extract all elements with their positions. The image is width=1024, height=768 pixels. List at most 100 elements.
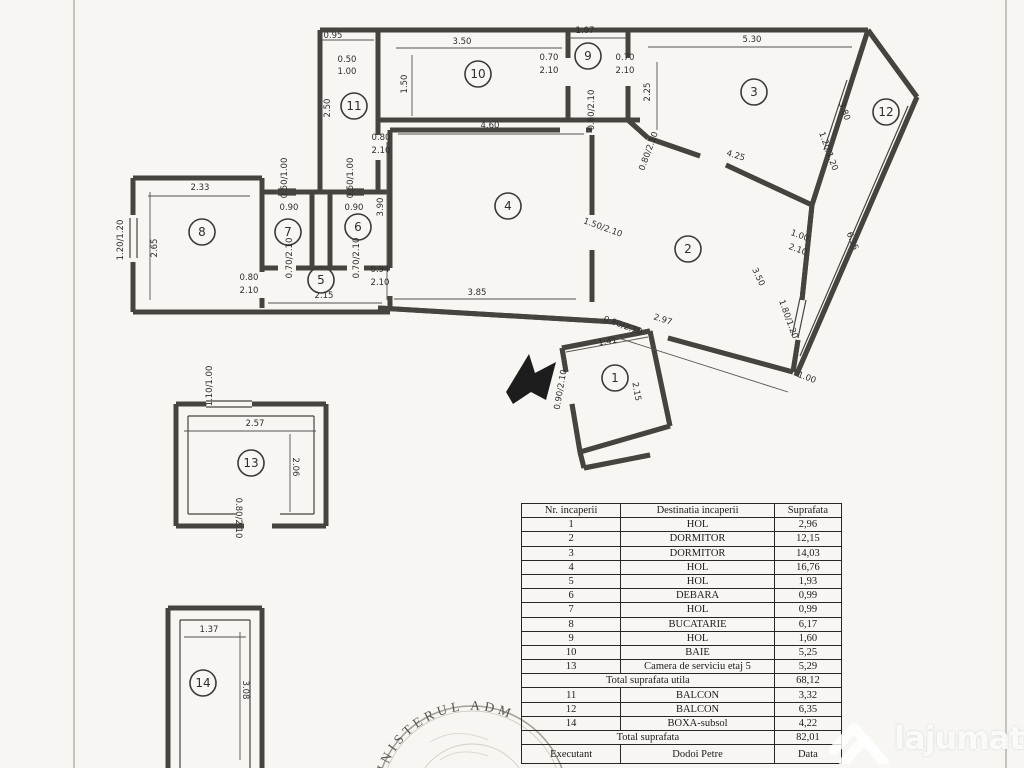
dimension-label: 2.10: [240, 286, 259, 296]
dimension-label: 0.80/2.10: [587, 90, 597, 131]
lajumate-logo-icon: [829, 723, 889, 764]
room-area-cell: 0,99: [773, 602, 843, 618]
dimension-label: 0.70/2.10: [285, 238, 295, 279]
room-dest-cell: BAIE: [620, 644, 775, 661]
room-dest-cell: BUCATARIE: [620, 616, 775, 632]
dimension-label: 4.25: [725, 149, 746, 164]
room-number-2: 2: [684, 242, 692, 256]
room-nr-cell: 9: [520, 630, 622, 646]
dimension-label: 1.20/1.20: [116, 220, 126, 261]
dimension-label: 2.10: [787, 242, 808, 258]
dimension-label: 0.50: [338, 55, 357, 65]
plan-walls: [130, 27, 917, 768]
room-nr-cell: 4: [520, 559, 622, 575]
areas-table: Nr. incaperii Destinatia incaperii Supra…: [520, 502, 843, 765]
room-circle-9: [574, 42, 602, 70]
dimension-label: 0.80: [240, 273, 259, 283]
total-value: 68,12: [773, 673, 843, 689]
dimension-label: 2.10: [372, 146, 391, 156]
dimension-label: 0.70/2.10: [352, 238, 362, 279]
room-number-7: 7: [284, 225, 292, 239]
room-dest-cell: DORMITOR: [620, 531, 775, 547]
room-nr-cell: 1: [520, 517, 622, 533]
room-area-cell: 1,60: [773, 630, 843, 646]
dimension-label: 1.00: [338, 67, 357, 77]
room-dest-cell: HOL: [620, 602, 775, 618]
room-circle-10: [464, 60, 492, 88]
room-number-1: 1: [611, 371, 619, 385]
room-area-cell: 14,03: [773, 545, 843, 561]
total-label: Total suprafata: [521, 729, 775, 746]
room-area-cell: 6,17: [773, 616, 843, 632]
room-number-14: 14: [195, 676, 210, 690]
room-circle-4: [494, 192, 522, 220]
room-number-3: 3: [750, 85, 758, 99]
total-label: Total suprafata utila: [521, 673, 775, 689]
room-nr-cell: 10: [520, 644, 622, 661]
room-area-cell: 12,15: [773, 531, 843, 547]
dimension-label: 2.15: [629, 381, 642, 401]
room-circle-12: [872, 98, 900, 126]
room-number-8: 8: [198, 225, 206, 239]
room-circle-6: [344, 213, 372, 241]
room-nr-cell: 6: [520, 588, 622, 604]
room-area-cell: 1,93: [773, 573, 843, 590]
dimension-label: 0.80/2.10: [233, 498, 243, 539]
room-dest-cell: HOL: [620, 630, 775, 646]
dimension-label: 0.94: [371, 265, 390, 275]
dimension-label: 0.90/2.10: [553, 369, 570, 411]
room-circle-7: [274, 218, 302, 246]
room-circle-2: [674, 235, 702, 263]
room-number-5: 5: [317, 273, 325, 287]
room-area-cell: 3,32: [773, 687, 843, 703]
room-dest-cell: HOL: [620, 559, 775, 575]
window-marks: [129, 79, 854, 408]
dimension-label: 1.07: [576, 26, 595, 36]
areas-table-container: Nr. incaperii Destinatia incaperii Supra…: [520, 502, 843, 765]
room-nr-cell: 13: [520, 659, 622, 675]
dimension-label: 0.50/1.00: [346, 158, 356, 199]
page-border-line-left: [73, 0, 75, 768]
dimension-lines: [148, 37, 852, 760]
room-circle-14: [189, 669, 217, 697]
room-nr-cell: 11: [520, 687, 622, 703]
dimension-label: 2.15: [315, 291, 334, 301]
dimension-label: 4.60: [481, 121, 500, 131]
room-dest-cell: BOXA-subsol: [620, 715, 775, 732]
dimension-label: 0.80: [372, 133, 391, 143]
room-circle-3: [740, 78, 768, 106]
room-nr-cell: 12: [520, 701, 622, 717]
dimension-label: 3.08: [240, 681, 250, 700]
dimension-label: 0.70: [616, 53, 635, 63]
footer-data-cell: Data: [773, 744, 843, 765]
table-header-row: Nr. incaperii Destinatia incaperii Supra…: [520, 502, 843, 519]
dimension-label: 0.80/2.10: [637, 130, 660, 172]
dimension-label: 0.90: [280, 203, 299, 213]
dimension-label: 2.10: [540, 66, 559, 76]
room-area-cell: 5,29: [773, 659, 843, 675]
room-area-cell: 4,22: [773, 715, 843, 732]
dimension-label: 1.00: [796, 370, 817, 386]
dimension-label: 3.90: [376, 198, 386, 217]
dimension-label: 2.25: [643, 83, 653, 102]
room-number-4: 4: [504, 199, 512, 213]
room-circle-8: [188, 218, 216, 246]
dimension-label: 1.37: [200, 625, 219, 635]
room-dest-cell: HOL: [620, 517, 775, 533]
dimension-label: 2.65: [150, 239, 160, 258]
